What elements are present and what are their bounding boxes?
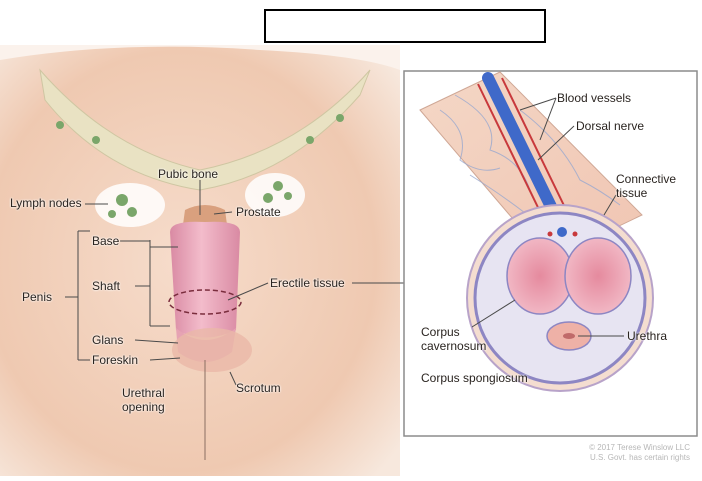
label-pubic-bone: Pubic bone [158, 167, 218, 181]
left-groin-area [95, 183, 165, 227]
credit-text: © 2017 Terese Winslow LLC U.S. Govt. has… [589, 443, 690, 463]
penis-shaft-shape [170, 222, 240, 338]
credit-line-2: U.S. Govt. has certain rights [589, 453, 690, 463]
label-foreskin: Foreskin [92, 353, 138, 367]
label-glans: Glans [92, 333, 123, 347]
title-box [264, 9, 546, 43]
label-urethral-opening: Urethral opening [122, 386, 182, 414]
label-base: Base [92, 234, 119, 248]
left-anatomy-view [0, 45, 400, 476]
dorsal-artery-cs-right [573, 232, 578, 237]
deep-dorsal-vein-cs [557, 227, 567, 237]
label-shaft: Shaft [92, 279, 120, 293]
label-blood-vessels: Blood vessels [557, 91, 631, 105]
urethra-shape [563, 333, 575, 339]
title-text [266, 11, 544, 27]
label-prostate: Prostate [236, 205, 281, 219]
credit-line-1: © 2017 Terese Winslow LLC [589, 443, 690, 453]
label-dorsal-nerve: Dorsal nerve [576, 119, 644, 133]
label-lymph-nodes: Lymph nodes [10, 196, 82, 210]
corpus-cavernosum-left [507, 238, 573, 314]
label-urethra: Urethra [627, 329, 667, 343]
label-erectile-tissue: Erectile tissue [270, 276, 345, 290]
label-corpus-spongiosum: Corpus spongiosum [421, 371, 528, 385]
label-scrotum: Scrotum [236, 381, 281, 395]
scrotum-shape [172, 328, 252, 372]
corpus-cavernosum-right [565, 238, 631, 314]
dorsal-artery-cs-left [548, 232, 553, 237]
label-corpus-cavernosum: Corpus cavernosum [421, 325, 493, 353]
label-penis: Penis [22, 290, 52, 304]
label-connective-tissue: Connective tissue [616, 172, 690, 200]
